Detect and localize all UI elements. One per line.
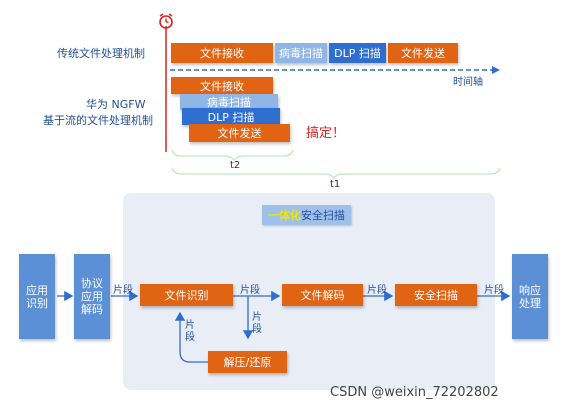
timeline-arrow <box>492 66 500 74</box>
row2-dlp-scan: DLP 扫描 <box>182 108 280 125</box>
segment-label-3: 片段 <box>367 285 387 296</box>
panel-title-highlight: 一体化 <box>268 209 301 222</box>
timeline-label: 时间轴 <box>453 77 483 88</box>
t1-bracket <box>171 167 501 179</box>
t2-label: t2 <box>230 160 241 171</box>
segment-label-vertical-right: 片 段 <box>252 312 262 335</box>
row1-dlp-scan: DLP 扫描 <box>329 43 386 63</box>
row1-file-send: 文件发送 <box>388 43 458 63</box>
watermark: CSDN @weixin_72202802 <box>330 385 499 400</box>
row2-file-send: 文件发送 <box>189 124 290 142</box>
arrow-decompress-to-file-id <box>174 311 208 363</box>
row2-file-receive: 文件接收 <box>171 77 273 94</box>
top-diagram-lines <box>165 26 501 179</box>
row1-label: 传统文件处理机制 <box>57 47 145 60</box>
row1-file-receive: 文件接收 <box>171 43 273 63</box>
row2-label-line2: 基于流的文件处理机制 <box>43 114 153 127</box>
alarm-clock-icon <box>159 13 173 29</box>
security-scan-box: 安全扫描 <box>395 284 477 306</box>
file-identify-box: 文件识别 <box>140 284 233 306</box>
done-text: 搞定！ <box>306 126 346 141</box>
row1-virus-scan: 病毒扫描 <box>275 43 327 63</box>
panel-title-rest: 安全扫描 <box>301 209 345 222</box>
row2-virus-scan: 病毒扫描 <box>180 94 278 110</box>
segment-label-2: 片段 <box>240 285 260 296</box>
t2-bracket <box>171 149 294 161</box>
file-decode-box: 文件解码 <box>282 284 363 306</box>
t1-label: t1 <box>330 179 341 190</box>
response-box: 响应 处理 <box>512 254 548 339</box>
bottom-arrows <box>57 290 511 363</box>
protocol-decode-box: 协议 应用 解码 <box>74 254 110 339</box>
app-identify-box: 应用 识别 <box>19 254 55 339</box>
segment-label-4: 片段 <box>484 285 504 296</box>
row2-label-line1: 华为 NGFW <box>86 98 146 111</box>
decompress-box: 解压/还原 <box>208 351 287 373</box>
panel-title: 一体化 安全扫描 <box>262 205 351 225</box>
segment-label-1: 片段 <box>113 285 133 296</box>
segment-label-vertical-left: 片 段 <box>185 320 195 343</box>
